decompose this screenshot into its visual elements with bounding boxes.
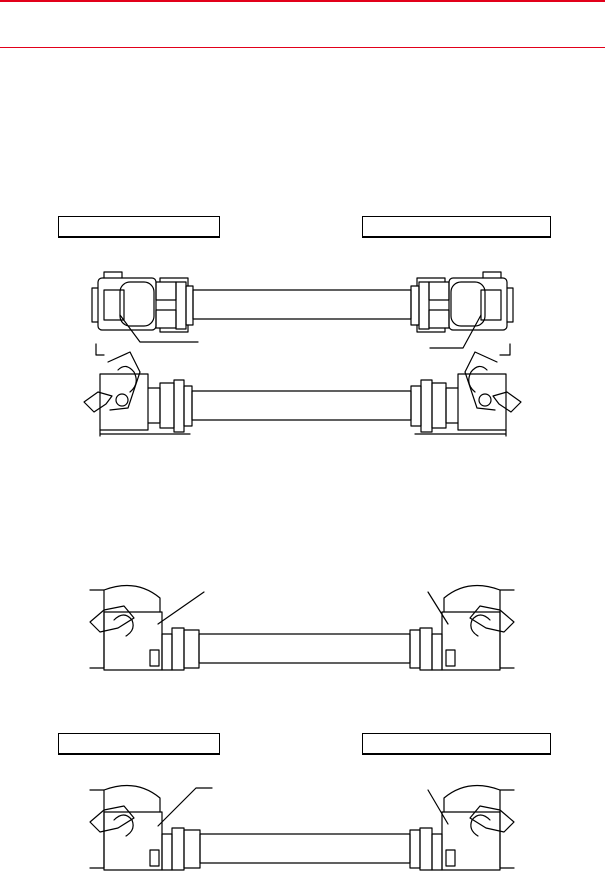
figure1-label-right <box>362 216 551 238</box>
figure3-label-left <box>58 733 220 755</box>
page-header <box>0 0 605 48</box>
header-rule <box>0 47 605 48</box>
header-top-rule <box>0 0 605 2</box>
shaft-side-view-2 <box>89 584 515 671</box>
shaft-side-view-3 <box>89 784 515 871</box>
shaft-side-view <box>83 343 522 437</box>
figure1-label-left <box>58 216 220 238</box>
figure3-label-right <box>362 733 551 755</box>
shaft-top-view <box>91 271 514 349</box>
